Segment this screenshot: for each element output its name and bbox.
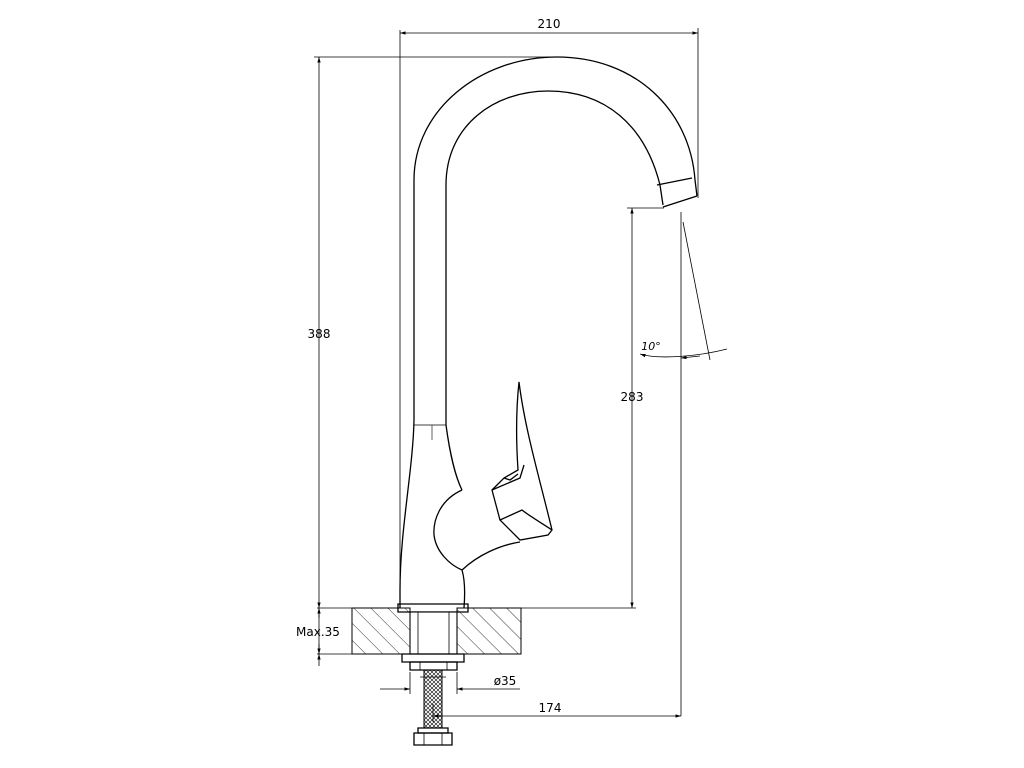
dimension-angle: 10°	[639, 212, 728, 716]
lever-handle	[491, 381, 553, 541]
dimension-spout-height-label: 283	[621, 390, 644, 404]
faucet-body	[397, 30, 698, 613]
countertop-section	[317, 607, 636, 655]
flex-hose	[413, 669, 453, 746]
dimension-countertop: Max.35	[296, 608, 340, 666]
dimension-width-label: 210	[538, 17, 561, 31]
dimension-spout-height: 283	[621, 207, 664, 608]
mounting-shank	[401, 611, 465, 671]
dimension-diameter-label: ø35	[494, 674, 517, 688]
dimension-angle-label: 10°	[641, 340, 661, 353]
dimension-height-label: 388	[308, 327, 331, 341]
dimension-countertop-label: Max.35	[296, 625, 340, 639]
dimension-diameter: ø35	[380, 672, 520, 694]
dimension-reach: 174	[432, 701, 681, 722]
dimension-reach-label: 174	[539, 701, 562, 715]
dimension-width: 210	[400, 17, 699, 198]
dimension-height: 388	[308, 56, 557, 608]
